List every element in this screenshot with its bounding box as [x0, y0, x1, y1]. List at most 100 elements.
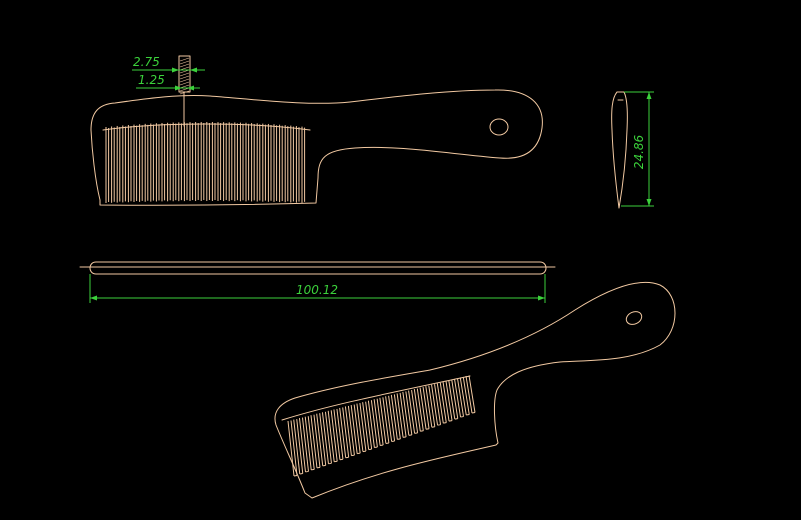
hatch-line	[179, 60, 190, 65]
comb-tooth	[298, 418, 306, 472]
comb-tooth	[459, 377, 467, 416]
hang-hole-front	[489, 118, 509, 136]
comb-tooth	[304, 416, 312, 470]
comb-tooth	[390, 394, 398, 440]
comb-teeth-iso	[287, 375, 476, 477]
comb-tooth-tip	[368, 448, 372, 451]
comb-tooth-tip	[471, 412, 476, 414]
comb-tooth	[399, 392, 407, 437]
dim-arrow-right-2	[187, 85, 194, 91]
comb-tooth	[454, 378, 462, 418]
comb-tooth	[451, 379, 459, 419]
comb-tooth	[416, 388, 424, 431]
hatch-line	[179, 78, 190, 83]
comb-tooth-tip	[351, 454, 355, 457]
comb-tooth	[324, 411, 332, 464]
comb-tooth	[339, 407, 347, 458]
comb-tooth-tip	[397, 438, 401, 440]
comb-tooth	[428, 385, 436, 427]
comb-tooth-tip	[380, 444, 384, 447]
comb-tooth	[405, 391, 413, 435]
comb-tooth	[321, 412, 329, 464]
comb-tooth	[465, 375, 473, 414]
comb-tooth	[307, 416, 315, 470]
hatch-line	[179, 81, 190, 86]
comb-tooth	[393, 394, 401, 439]
comb-tooth	[367, 400, 375, 448]
comb-tooth	[316, 413, 324, 466]
comb-tooth-tip	[362, 450, 366, 453]
comb-tooth	[388, 395, 396, 442]
comb-tooth-tip	[374, 446, 378, 449]
comb-tooth-tip	[305, 470, 309, 473]
comb-tooth	[362, 402, 370, 450]
comb-tooth-tip	[334, 460, 338, 463]
comb-tooth-tip	[311, 468, 315, 471]
comb-tooth	[408, 390, 416, 434]
comb-tooth	[468, 375, 476, 413]
comb-tooth	[347, 405, 355, 456]
comb-tooth-tip	[299, 472, 303, 475]
comb-tooth	[379, 397, 387, 444]
comb-tooth-tip	[293, 475, 298, 477]
comb-tooth	[442, 381, 450, 422]
comb-tooth	[373, 399, 381, 446]
comb-tooth	[413, 388, 421, 432]
comb-tooth	[301, 417, 309, 472]
comb-tooth	[365, 401, 373, 450]
dim-arrow-length-right	[538, 295, 545, 301]
dim-text-length: 100.12	[296, 283, 338, 297]
comb-tooth	[422, 387, 430, 429]
comb-tooth	[425, 386, 433, 428]
dim-arrow-left-2	[175, 85, 182, 91]
comb-tooth	[445, 381, 453, 421]
comb-tooth-tip	[385, 442, 389, 444]
comb-tooth-tip	[339, 458, 344, 461]
comb-tooth	[462, 376, 470, 415]
comb-tooth	[439, 382, 447, 423]
dim-arrow-top	[646, 92, 652, 99]
comb-tooth	[385, 396, 393, 442]
comb-tooth	[457, 378, 465, 417]
comb-tooth-tip	[408, 434, 412, 436]
hatch-line	[179, 75, 190, 80]
comb-tooth	[313, 414, 321, 468]
tooth-section-hatch	[179, 57, 190, 95]
comb-iso-inner-edge	[281, 375, 471, 421]
comb-tooth	[356, 403, 364, 452]
comb-tooth-tip	[460, 416, 464, 418]
dim-text-tooth-width: 2.75	[133, 55, 160, 69]
comb-tooth	[370, 400, 378, 448]
comb-isometric-view	[274, 281, 676, 499]
comb-tooth	[376, 398, 384, 446]
comb-tooth	[436, 383, 444, 424]
comb-tooth	[327, 410, 335, 462]
comb-tooth	[353, 404, 361, 454]
comb-tooth	[333, 409, 341, 460]
comb-tooth-tip	[431, 426, 435, 428]
dim-arrow-length-left	[90, 295, 97, 301]
comb-tooth-tip	[454, 418, 458, 420]
comb-tooth	[350, 404, 358, 454]
comb-tooth	[344, 406, 352, 456]
hatch-line	[179, 63, 190, 68]
comb-tooth-tip	[466, 414, 470, 416]
comb-tooth-tip	[403, 436, 407, 438]
comb-tooth	[330, 410, 338, 462]
comb-tooth-tip	[420, 430, 424, 432]
hatch-line	[179, 57, 190, 62]
comb-iso-outline	[274, 281, 676, 499]
comb-tooth	[419, 387, 427, 430]
comb-side-view: 24.86	[611, 91, 654, 209]
comb-tooth-tip	[345, 456, 349, 459]
comb-tooth	[310, 415, 318, 468]
comb-tooth	[290, 420, 298, 476]
comb-tooth	[396, 393, 404, 438]
comb-tooth	[342, 407, 350, 458]
comb-tooth-tip	[414, 432, 418, 434]
comb-tooth-tip	[425, 428, 430, 430]
comb-tooth	[336, 408, 344, 460]
comb-tooth	[448, 380, 456, 420]
comb-tooth-tip	[328, 462, 332, 465]
